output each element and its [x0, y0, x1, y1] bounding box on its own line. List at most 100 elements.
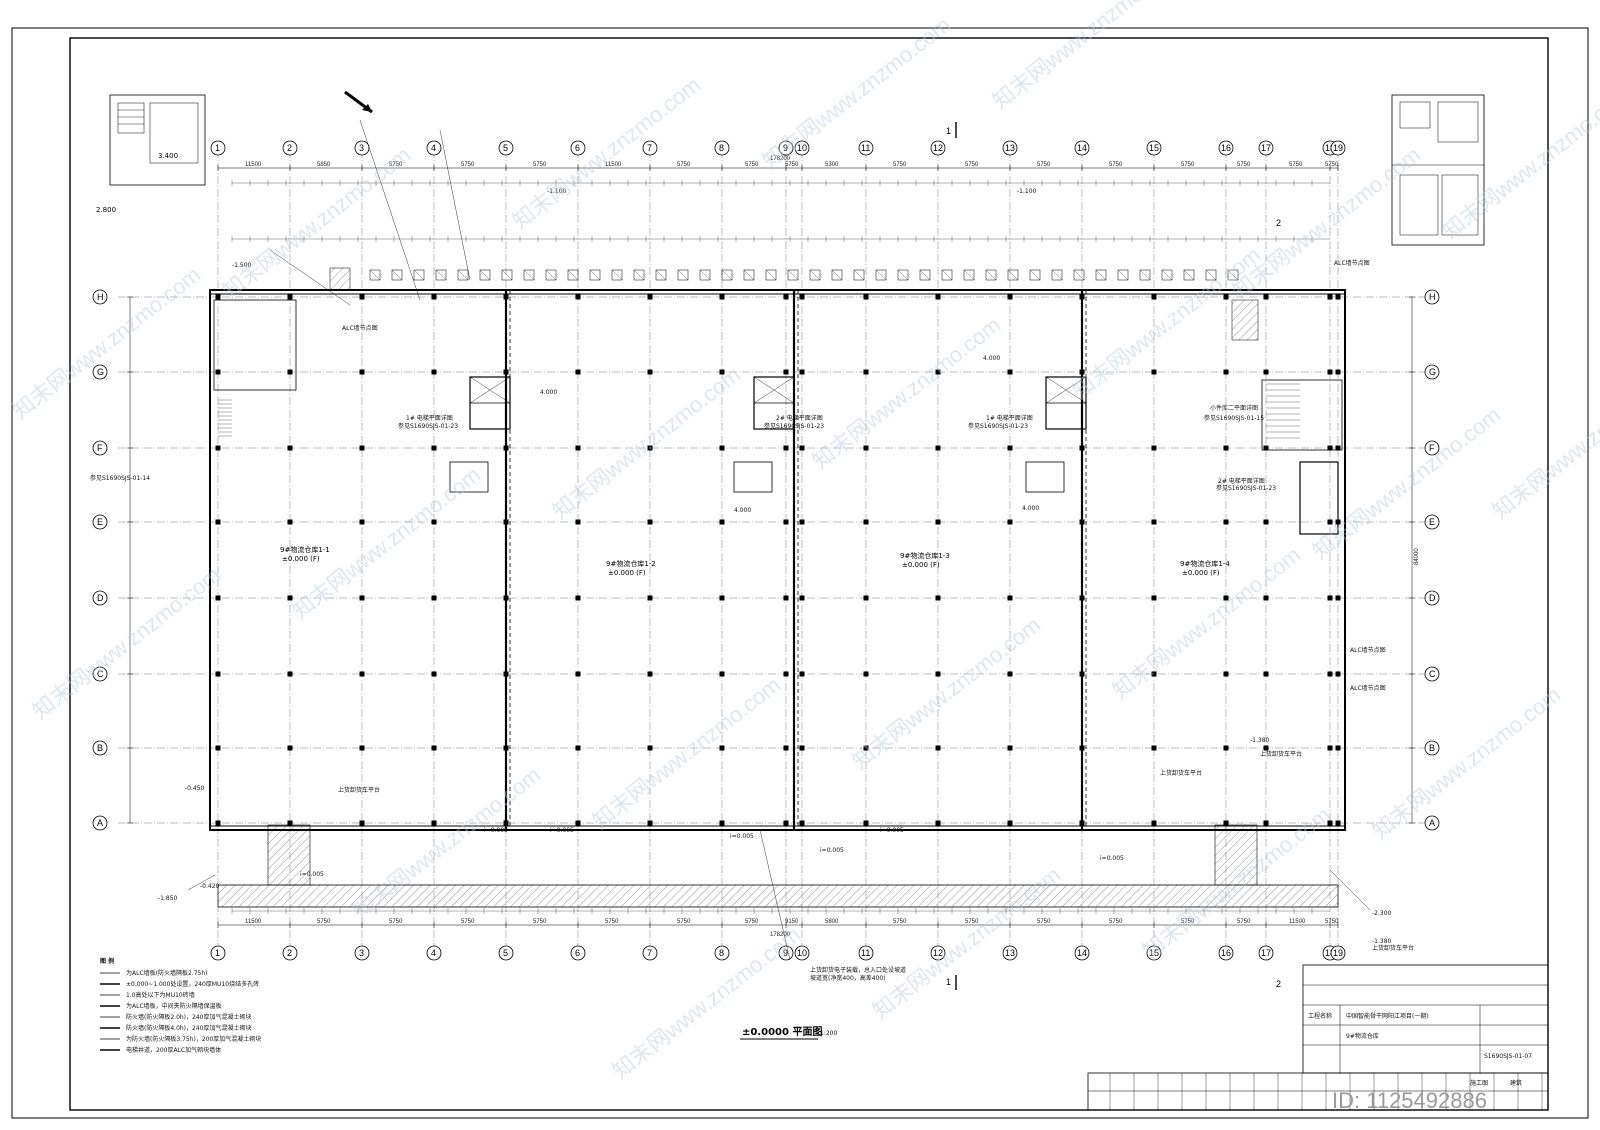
structural-column — [935, 519, 941, 525]
grid-bubble-top-3: 3 — [359, 143, 364, 153]
structural-column — [1263, 595, 1269, 601]
shaft-1 — [329, 267, 351, 291]
watermark-tile-15: 知末网www.znzmo.com — [588, 672, 785, 834]
grid-bubble-top-5: 5 — [503, 143, 508, 153]
structural-column — [1151, 519, 1157, 525]
structural-column — [503, 519, 509, 525]
plan-title: ±0.0000 平面图 — [742, 1026, 822, 1038]
grid-bubble-bottom-2-circle — [282, 945, 298, 961]
annotation-17: 参见S1690SJS-01-23 — [398, 422, 458, 430]
room-name-3: 9#物流仓库1-3 — [900, 551, 950, 560]
dock-door-top — [765, 269, 777, 281]
dock-door-top — [1227, 269, 1239, 281]
structural-column — [935, 369, 941, 375]
grid-bubble-bottom-17: 17 — [1261, 948, 1271, 958]
dock-door-top — [1095, 269, 1107, 281]
dock-door-x — [391, 269, 403, 281]
structural-column — [1151, 369, 1157, 375]
structural-column — [1335, 671, 1341, 677]
grid-bubble-top-8-circle — [714, 140, 730, 156]
grid-bubble-bottom-12-circle — [930, 945, 946, 961]
grid-bubble-top-13-circle — [1002, 140, 1018, 156]
structural-column — [1007, 369, 1013, 375]
dock-door-top — [567, 269, 579, 281]
dock-door-x — [611, 269, 623, 281]
dim-top-label: 5750 — [1037, 162, 1051, 168]
structural-column — [783, 445, 789, 451]
grid-bubble-bottom-16-circle — [1218, 945, 1234, 961]
grid-bubble-bottom-18: 18 — [1325, 948, 1335, 958]
grid-bubble-bottom-9-circle — [778, 945, 794, 961]
structural-column — [287, 820, 293, 826]
structural-column — [287, 294, 293, 300]
grid-bubble-right-H: H — [1429, 292, 1436, 302]
annotation-4: 4.000 — [540, 389, 557, 396]
annotation-11: -0.450 — [185, 785, 205, 792]
grid-bubble-top-16-circle — [1218, 140, 1234, 156]
structural-column — [1327, 595, 1333, 601]
north-arrow-icon — [344, 90, 373, 114]
dock-door-top — [831, 269, 843, 281]
structural-column — [1335, 820, 1341, 826]
dim-bottom-label: 5750 — [605, 919, 619, 925]
inset-elev-2: 2.800 — [96, 206, 116, 214]
annotation-35: 上货卸货车平台 — [338, 786, 380, 794]
leader-line-3 — [187, 874, 216, 891]
grid-bubble-top-15: 15 — [1149, 143, 1159, 153]
grid-bubble-top-5-circle — [498, 140, 514, 156]
annotation-8: -1.500 — [232, 262, 252, 269]
legend-heading: 图 例 — [100, 957, 114, 965]
grid-bubble-top-17: 17 — [1261, 143, 1271, 153]
grid-bubble-top-1-circle — [210, 140, 226, 156]
structural-column — [863, 369, 869, 375]
grid-bubble-top-16: 16 — [1221, 143, 1231, 153]
dock-door-top — [1183, 269, 1195, 281]
grid-bubble-top-12: 12 — [933, 143, 943, 153]
dock-door-top — [1007, 269, 1019, 281]
ramp-right — [1214, 824, 1258, 886]
dock-door-top — [941, 269, 953, 281]
structural-column — [719, 671, 725, 677]
grid-bubble-bottom-5: 5 — [503, 948, 508, 958]
structural-column — [503, 445, 509, 451]
grid-bubble-top-9-circle — [778, 140, 794, 156]
dock-door-x — [721, 269, 733, 281]
structural-column — [799, 671, 805, 677]
dim-bottom-label: 5750 — [965, 919, 979, 925]
tb-drawing-name: 9#物流仓库 — [1346, 1032, 1379, 1040]
dim-top-label: 5850 — [317, 162, 331, 168]
grid-bubble-right-D-circle — [1424, 590, 1440, 606]
legend: 图 例 为ALC墙板(防火墙隔板2.75h)±0.000~1.000处设置，24… — [100, 957, 261, 1054]
leader-line-0 — [269, 249, 351, 306]
annotation-7: 4.000 — [983, 355, 1000, 362]
drawing-title: ±0.0000 平面图 1:200 — [740, 1026, 837, 1040]
room-level-1: ±0.000 (F) — [282, 555, 320, 563]
grid-bubble-top-6-circle — [570, 140, 586, 156]
title-block: 工程名称 中国智能骨干网阳江项目(一期) 9#物流仓库 S1690SJS-01-… — [1087, 964, 1549, 1111]
grid-bubble-top-19: 19 — [1333, 143, 1343, 153]
dock-door-top — [391, 269, 403, 281]
structural-column — [719, 369, 725, 375]
section-mark-2-bottom: 2 — [1276, 979, 1281, 989]
dock-door-top — [985, 269, 997, 281]
dock-door-x — [545, 269, 557, 281]
dim-bottom-label: 9150 — [785, 919, 799, 925]
dock-door-x — [809, 269, 821, 281]
legend-item-7: 电梯井道，200厚ALC加气砌块墙体 — [126, 1046, 221, 1054]
grid-bubble-top-9: 9 — [783, 143, 788, 153]
grid-bubble-right-F-circle — [1424, 440, 1440, 456]
structural-column — [863, 820, 869, 826]
structural-column — [215, 445, 221, 451]
structural-column — [647, 820, 653, 826]
dock-door-top — [897, 269, 909, 281]
dock-door-top — [1117, 269, 1129, 281]
structural-column — [1079, 671, 1085, 677]
dock-door-top — [589, 269, 601, 281]
structural-column — [287, 445, 293, 451]
dock-door-x — [567, 269, 579, 281]
inset-elev: 3.400 — [158, 152, 178, 160]
dock-door-x — [985, 269, 997, 281]
structural-column — [1007, 671, 1013, 677]
structural-column — [1079, 445, 1085, 451]
structural-column — [1079, 294, 1085, 300]
